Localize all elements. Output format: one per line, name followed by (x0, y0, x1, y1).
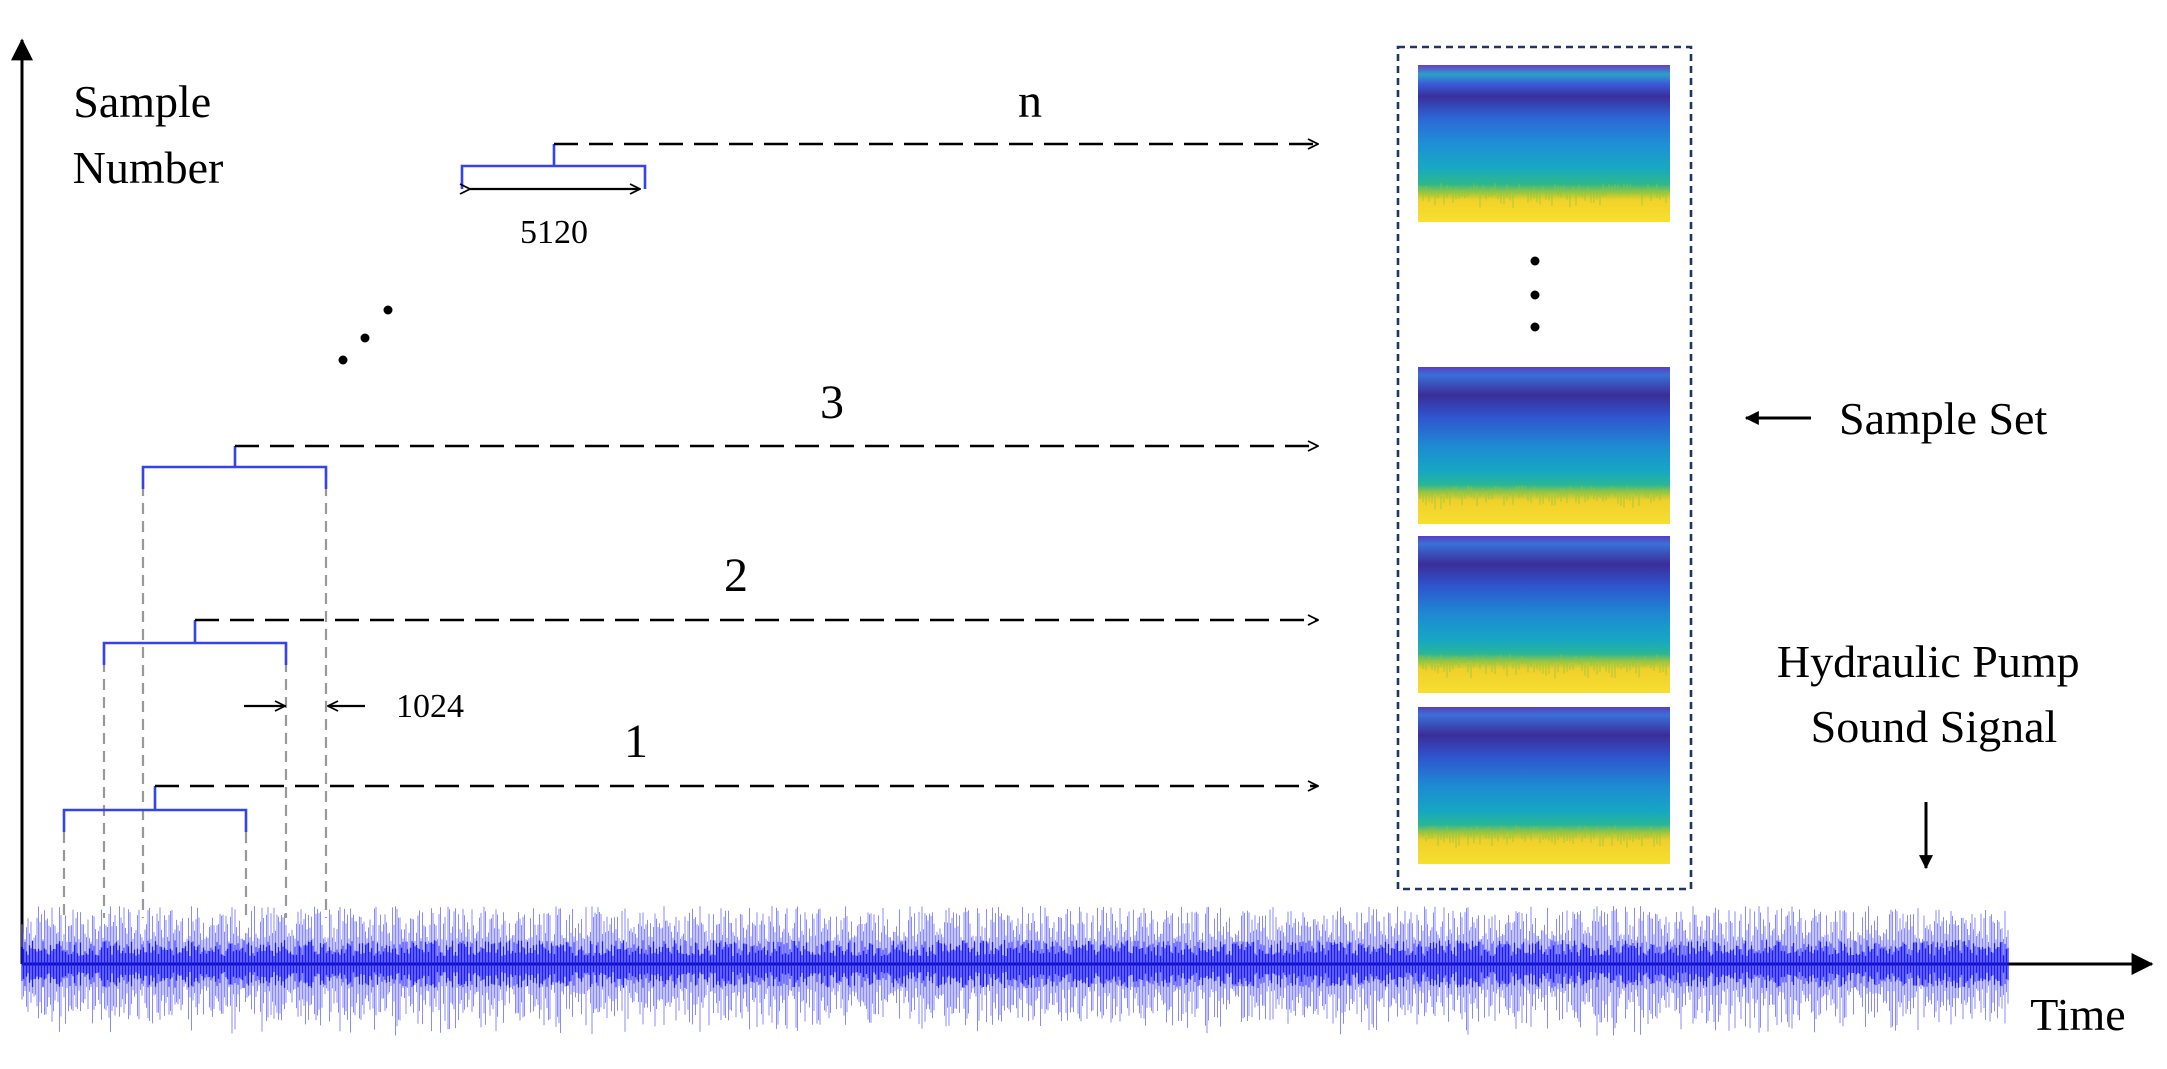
spectrogram-speckle (1419, 183, 1667, 208)
spectrogram-speckle (1419, 654, 1667, 679)
diagonal-ellipsis (338, 305, 393, 365)
sample-set-annotation: Sample Set (1744, 393, 2047, 444)
window-brace (141, 446, 328, 489)
step-length-label: 1024 (396, 688, 464, 725)
spectrogram-2 (1418, 536, 1670, 693)
window-brace (62, 786, 248, 832)
vertical-ellipsis (1530, 256, 1540, 332)
sample-label: n (1018, 75, 1042, 128)
window-guides (62, 467, 328, 918)
sound-signal-waveform (21, 906, 2009, 1036)
signal-annotation: Hydraulic Pump Sound Signal (1777, 636, 2091, 870)
sample-window-n: n (460, 75, 1318, 189)
sample-label: 3 (820, 376, 844, 429)
signal-label: Hydraulic Pump Sound Signal (1777, 636, 2091, 752)
window-brace (102, 620, 288, 665)
window-length-annotation: 5120 (470, 189, 640, 251)
spectrogram-speckle (1419, 485, 1667, 510)
step-length-annotation: 1024 (244, 688, 464, 725)
sample-label: 1 (624, 715, 648, 768)
window-brace (460, 144, 647, 189)
spectrogram-texture (1419, 183, 1667, 848)
spectrogram-n (1418, 65, 1670, 222)
sample-set-box (1396, 45, 1693, 891)
spectrogram-3 (1418, 367, 1670, 524)
x-axis-label: Time (2030, 989, 2125, 1040)
spectrogram-speckle (1419, 825, 1667, 848)
sample-window-2: 2 (102, 549, 1318, 665)
sample-set-label: Sample Set (1839, 393, 2047, 444)
y-axis-label: Sample Number (73, 76, 224, 193)
window-length-label: 5120 (520, 214, 588, 251)
spectrogram-1 (1418, 707, 1670, 864)
sample-set-border (1396, 45, 1693, 891)
sample-label: 2 (724, 549, 748, 602)
sample-window-1: 1 (62, 715, 1318, 832)
signal-core (21, 940, 2009, 988)
sample-window-3: 3 (141, 376, 1318, 489)
